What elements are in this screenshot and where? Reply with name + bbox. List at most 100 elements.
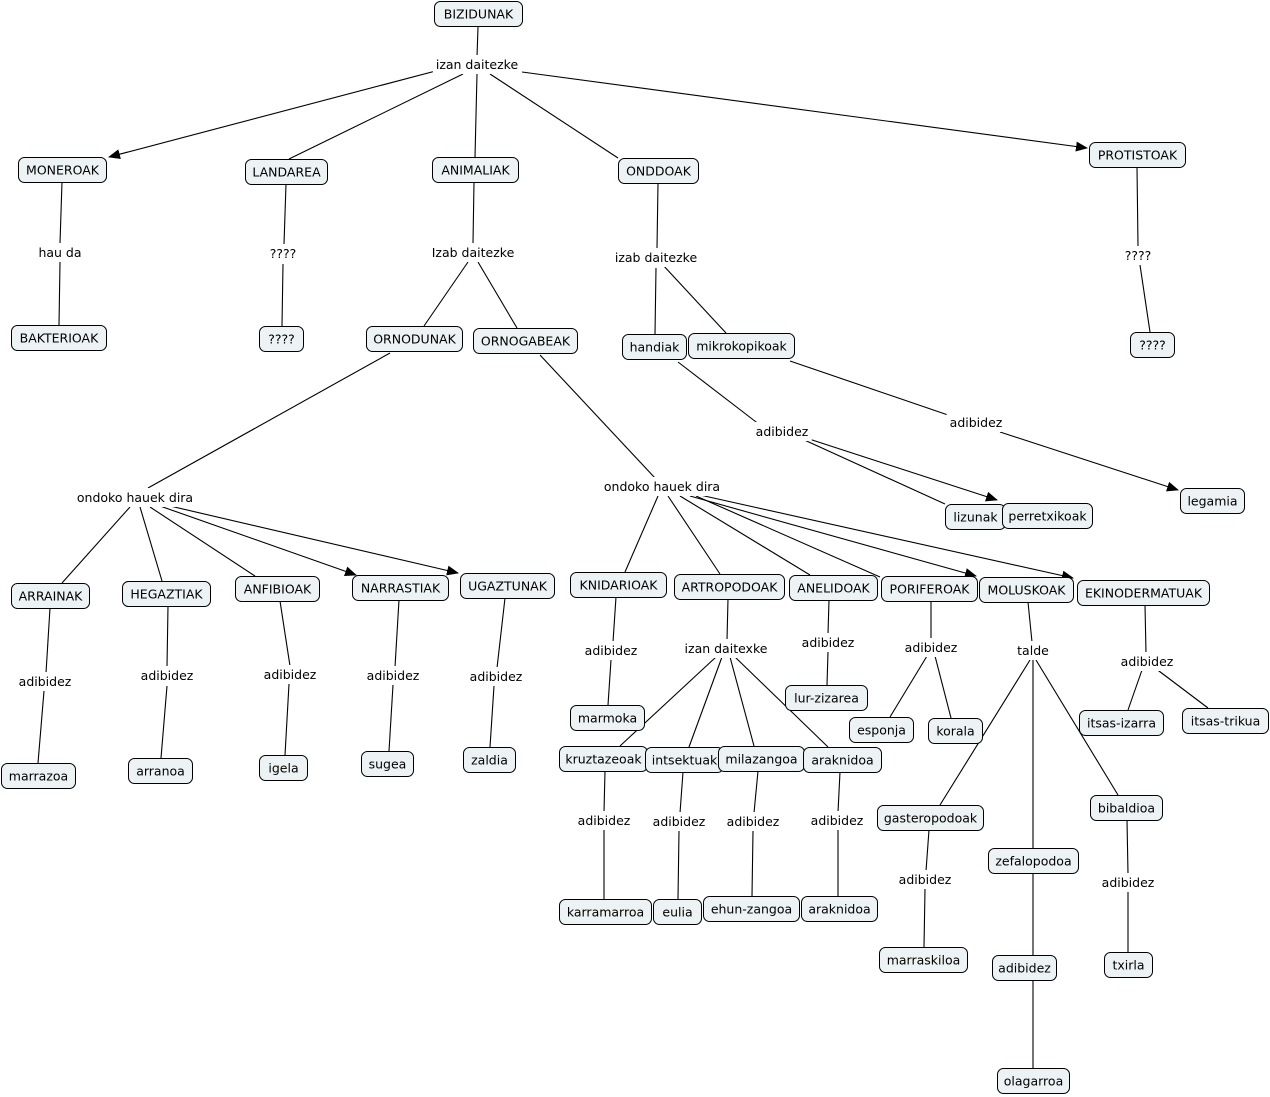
concept-node-itsas-izarra[interactable]: itsas-izarra: [1079, 710, 1164, 736]
concept-node-hegaztiak[interactable]: HEGAZTIAK: [122, 581, 211, 607]
connector-line: [394, 599, 400, 668]
concept-node-anelidoak[interactable]: ANELIDOAK: [789, 575, 878, 601]
concept-node-araknidoa[interactable]: araknidoa: [803, 747, 882, 773]
concept-box: [463, 747, 516, 773]
concept-node-sugea[interactable]: sugea: [361, 751, 414, 777]
connector-line: [139, 506, 163, 582]
concept-label: ????: [268, 332, 295, 347]
connector-line: [677, 361, 761, 426]
connector-line: [889, 655, 928, 718]
concept-label: UGAZTUNAK: [468, 579, 548, 594]
concept-node-igela[interactable]: igela: [259, 755, 308, 781]
concept-node-ugaztunak[interactable]: UGAZTUNAK: [460, 573, 555, 599]
concept-node-narrastiak[interactable]: NARRASTIAK: [352, 575, 449, 601]
linking-phrase-text: Izab daitezke: [432, 245, 515, 260]
connector-line: [472, 181, 475, 244]
concept-node-eulia[interactable]: eulia: [653, 899, 702, 925]
concept-node-ekinodermatuak[interactable]: EKINODERMATUAK: [1077, 580, 1210, 606]
concept-node-intsektuak[interactable]: intsektuak: [645, 747, 724, 773]
concept-node-mikrokopikoak[interactable]: mikrokopikoak: [688, 333, 795, 359]
concept-node-olagarroa[interactable]: olagarroa: [997, 1068, 1070, 1094]
concept-node-landarea[interactable]: LANDAREA: [245, 159, 328, 185]
concept-node-bizidunak[interactable]: BIZIDUNAK: [434, 1, 523, 27]
concept-label: BIZIDUNAK: [444, 7, 514, 22]
concept-node-onddoak[interactable]: ONDDOAK: [618, 158, 699, 184]
concept-label: MONEROAK: [26, 163, 100, 178]
connector-line: [751, 830, 754, 897]
concept-node-ornogabeak[interactable]: ORNOGABEAK: [473, 328, 578, 354]
linking-phrase-text: adibidez: [1121, 654, 1174, 669]
concept-node-knidarioak[interactable]: KNIDARIOAK: [570, 572, 667, 598]
connector-line: [729, 656, 755, 747]
concept-node-poriferoak[interactable]: PORIFEROAK: [881, 576, 978, 602]
connector-line: [799, 437, 946, 505]
connector-line: [805, 437, 998, 502]
concept-node-ornodunak[interactable]: ORNODUNAK: [366, 326, 463, 352]
linking-phrase-text: izan daitezke: [436, 57, 519, 72]
concept-label: handiak: [630, 340, 681, 355]
concept-box: [1, 763, 76, 789]
concept-node-moneroak[interactable]: MONEROAK: [18, 157, 107, 183]
linking-phrase-text: adibidez: [470, 669, 523, 684]
linking-phrase-text: adibidez: [899, 872, 952, 887]
concept-node-zaldia[interactable]: zaldia: [463, 747, 516, 773]
concept-node-perretxikoak[interactable]: perretxikoak: [1002, 503, 1093, 529]
concept-node-legamia[interactable]: legamia: [1180, 488, 1245, 514]
concept-label: LANDAREA: [252, 165, 321, 180]
concept-node-gasteropodoak[interactable]: gasteropodoak: [877, 805, 984, 831]
linking-phrase-hau-da: hau da: [35, 243, 85, 262]
concept-node-lur-zizarea[interactable]: lur-zizarea: [785, 685, 868, 711]
connector-line: [695, 495, 881, 578]
concept-node-esponja[interactable]: esponja: [849, 717, 914, 743]
concept-node-arrainak[interactable]: ARRAINAK: [11, 583, 90, 609]
concept-box: [1180, 488, 1245, 514]
concept-node-bibaldioa[interactable]: bibaldioa: [1090, 795, 1163, 821]
concept-node-anfibioak[interactable]: ANFIBIOAK: [235, 576, 320, 602]
concept-box: [235, 576, 320, 602]
concept-node-milazangoa[interactable]: milazangoa: [718, 746, 805, 772]
concept-node-korala[interactable]: korala: [928, 718, 983, 744]
connector-line: [279, 600, 291, 667]
linking-phrase-text: adibidez: [141, 668, 194, 683]
concept-node-arranoa[interactable]: arranoa: [128, 758, 193, 784]
concept-node-itsas-trikua[interactable]: itsas-trikua: [1182, 708, 1269, 734]
connector-line: [837, 771, 841, 813]
concept-node-ehun-zangoa[interactable]: ehun-zangoa: [703, 896, 800, 922]
linking-phrase-izan-daitexke: izan daitexke: [681, 639, 771, 658]
connector-line: [624, 495, 659, 573]
concept-label: araknidoa: [811, 753, 873, 768]
connector-line: [149, 506, 256, 577]
concept-label: ????: [1139, 338, 1166, 353]
concept-box: [434, 1, 523, 27]
connector-line: [689, 495, 977, 578]
concept-box: [460, 573, 555, 599]
concept-label: ARRAINAK: [19, 589, 84, 604]
concept-node-lizunak[interactable]: lizunak: [945, 504, 1006, 530]
linking-phrase-adibidez-ugaz: adibidez: [466, 667, 526, 686]
concept-box: [1079, 710, 1164, 736]
concept-node-marrazoa[interactable]: marrazoa: [1, 763, 76, 789]
concept-node-araknidoa2[interactable]: araknidoa: [801, 896, 878, 922]
concept-node-bakterioak[interactable]: BAKTERIOAK: [11, 325, 107, 351]
concept-node-zefalopodoa[interactable]: zefalopodoa: [988, 848, 1079, 874]
concept-label: adibidez: [998, 961, 1051, 976]
concept-node-protistoak-q[interactable]: ????: [1130, 332, 1175, 358]
concept-box: [785, 685, 868, 711]
concept-node-artropodoak[interactable]: ARTROPODOAK: [674, 574, 785, 600]
concept-node-adibidez-box[interactable]: adibidez: [992, 955, 1057, 981]
linking-phrase-text: adibidez: [905, 640, 958, 655]
linking-phrase-text: adibidez: [19, 674, 72, 689]
concept-node-handiak[interactable]: handiak: [622, 334, 687, 360]
concept-node-txirla[interactable]: txirla: [1104, 952, 1153, 978]
concept-node-landarea-q[interactable]: ????: [259, 326, 304, 352]
concept-node-marraskiloa[interactable]: marraskiloa: [879, 947, 968, 973]
concept-node-protistoak[interactable]: PROTISTOAK: [1089, 142, 1186, 168]
concept-node-marmoka[interactable]: marmoka: [570, 705, 645, 731]
concept-label: ehun-zangoa: [711, 902, 792, 917]
concept-node-karramarroa[interactable]: karramarroa: [559, 899, 652, 925]
linking-phrase-izan-daitezke: izan daitezke: [432, 55, 522, 74]
concept-label: NARRASTIAK: [361, 581, 441, 596]
concept-node-animaliak[interactable]: ANIMALIAK: [432, 157, 519, 183]
concept-node-kruztazeoak[interactable]: kruztazeoak: [559, 746, 648, 772]
concept-node-moluskoak[interactable]: MOLUSKOAK: [979, 577, 1074, 603]
